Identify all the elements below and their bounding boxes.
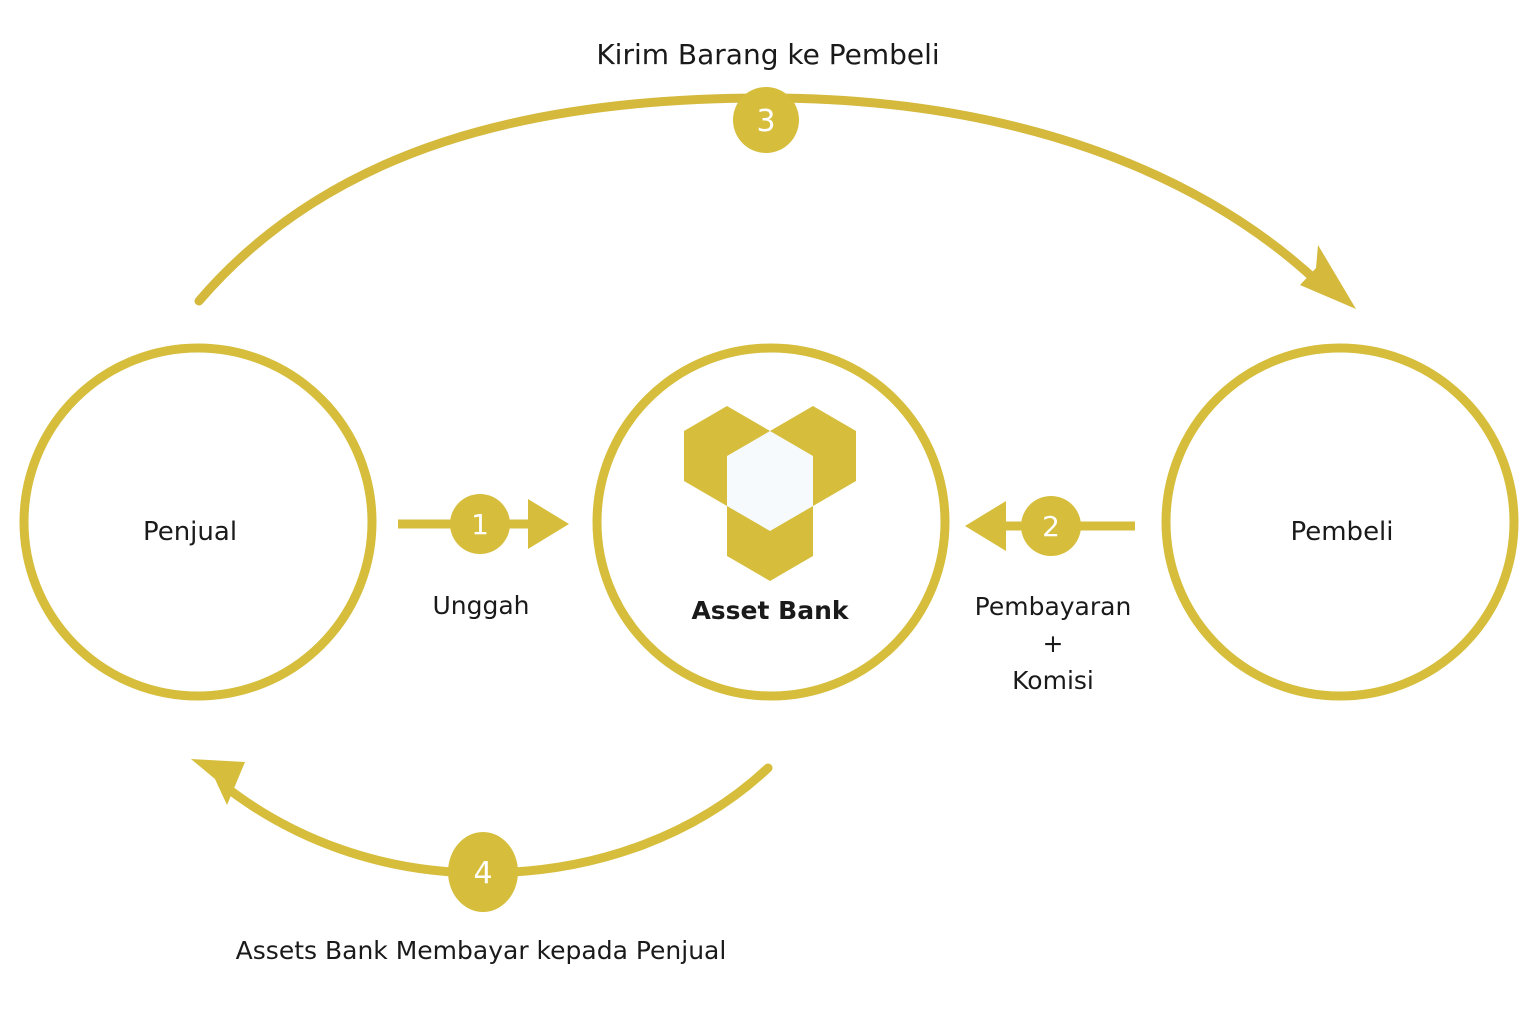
step-2-number: 2: [1042, 510, 1060, 543]
step-3-number: 3: [756, 104, 775, 139]
step-4-number: 4: [473, 856, 492, 891]
node-pembeli[interactable]: Pembeli: [1161, 343, 1519, 701]
node-asset-bank[interactable]: Asset Bank: [592, 343, 950, 701]
step-1-badge[interactable]: [450, 494, 510, 554]
step-2-arrowhead-icon: [965, 501, 1006, 551]
step-3-badge[interactable]: [733, 87, 799, 153]
step-1-number: 1: [471, 508, 489, 541]
step-1-arrow-group: 1: [398, 494, 569, 554]
step-1-arrowhead-icon: [528, 499, 569, 549]
step-2-arrow-group: 2: [965, 496, 1135, 556]
step-3-arc-group: 3: [194, 87, 1356, 309]
step-1-label: Unggah: [432, 591, 529, 620]
step-2-label-line-2: +: [1043, 629, 1064, 658]
step-4-arc-group: 4: [191, 759, 773, 912]
step-2-badge[interactable]: [1021, 496, 1081, 556]
penjual-circle: [19, 343, 377, 701]
step-2-label-line-3: Komisi: [1012, 666, 1094, 695]
step-3-title: Kirim Barang ke Pembeli: [596, 38, 939, 71]
step-3-arrowhead-icon: [1300, 245, 1356, 309]
step-4-badge[interactable]: [448, 832, 518, 912]
hexagon-trio-logo-icon: [684, 406, 856, 581]
step-4-arrowhead-icon: [191, 759, 245, 805]
asset-bank-label: Asset Bank: [691, 596, 849, 625]
step-2-label-line-1: Pembayaran: [975, 592, 1132, 621]
penjual-label: Penjual: [143, 517, 237, 547]
node-penjual[interactable]: Penjual: [19, 343, 377, 701]
step-4-caption: Assets Bank Membayar kepada Penjual: [236, 936, 727, 965]
pembeli-circle: [1161, 343, 1519, 701]
logo-hex-center-light: [727, 431, 813, 531]
pembeli-label: Pembeli: [1290, 517, 1393, 547]
